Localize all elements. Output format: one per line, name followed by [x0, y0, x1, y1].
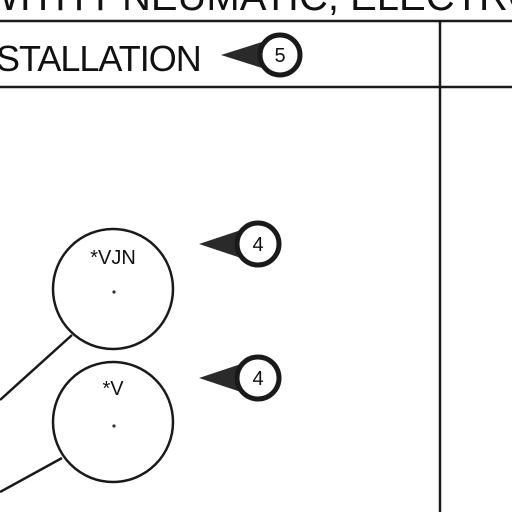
instrument-2-callout-flag: 4 [199, 354, 282, 402]
balloon-center-dot [112, 424, 116, 428]
header-banner-text: WITH PNEUMATIC, ELECTRONIC [0, 0, 512, 19]
instrument-2-flag-number: 4 [252, 368, 263, 390]
instrument-balloon-2: *V [51, 360, 175, 484]
instrument-2-tag: *V [102, 378, 124, 400]
instrument-1-tag: *VJN [90, 247, 136, 269]
balloon-circle [51, 227, 175, 351]
instrument-1-flag-number: 4 [252, 234, 263, 256]
instrument-1-connection-line [0, 334, 73, 401]
flag-circle [257, 32, 303, 78]
flag-pointer-shape [199, 364, 241, 392]
section-title: INSTALLATION [0, 38, 201, 79]
flag-pointer-shape [221, 42, 262, 68]
instrument-1-callout-flag: 4 [199, 220, 282, 268]
balloon-circle [51, 360, 175, 484]
title-flag-number: 5 [274, 45, 285, 67]
balloon-center-dot [112, 290, 116, 294]
title-callout-flag: 5 [221, 32, 303, 78]
flag-circle [234, 354, 282, 402]
flag-pointer-shape [199, 230, 241, 258]
instrument-balloon-1: *VJN [51, 227, 175, 351]
flag-circle [234, 220, 282, 268]
instrument-2-connection-line [0, 456, 63, 494]
